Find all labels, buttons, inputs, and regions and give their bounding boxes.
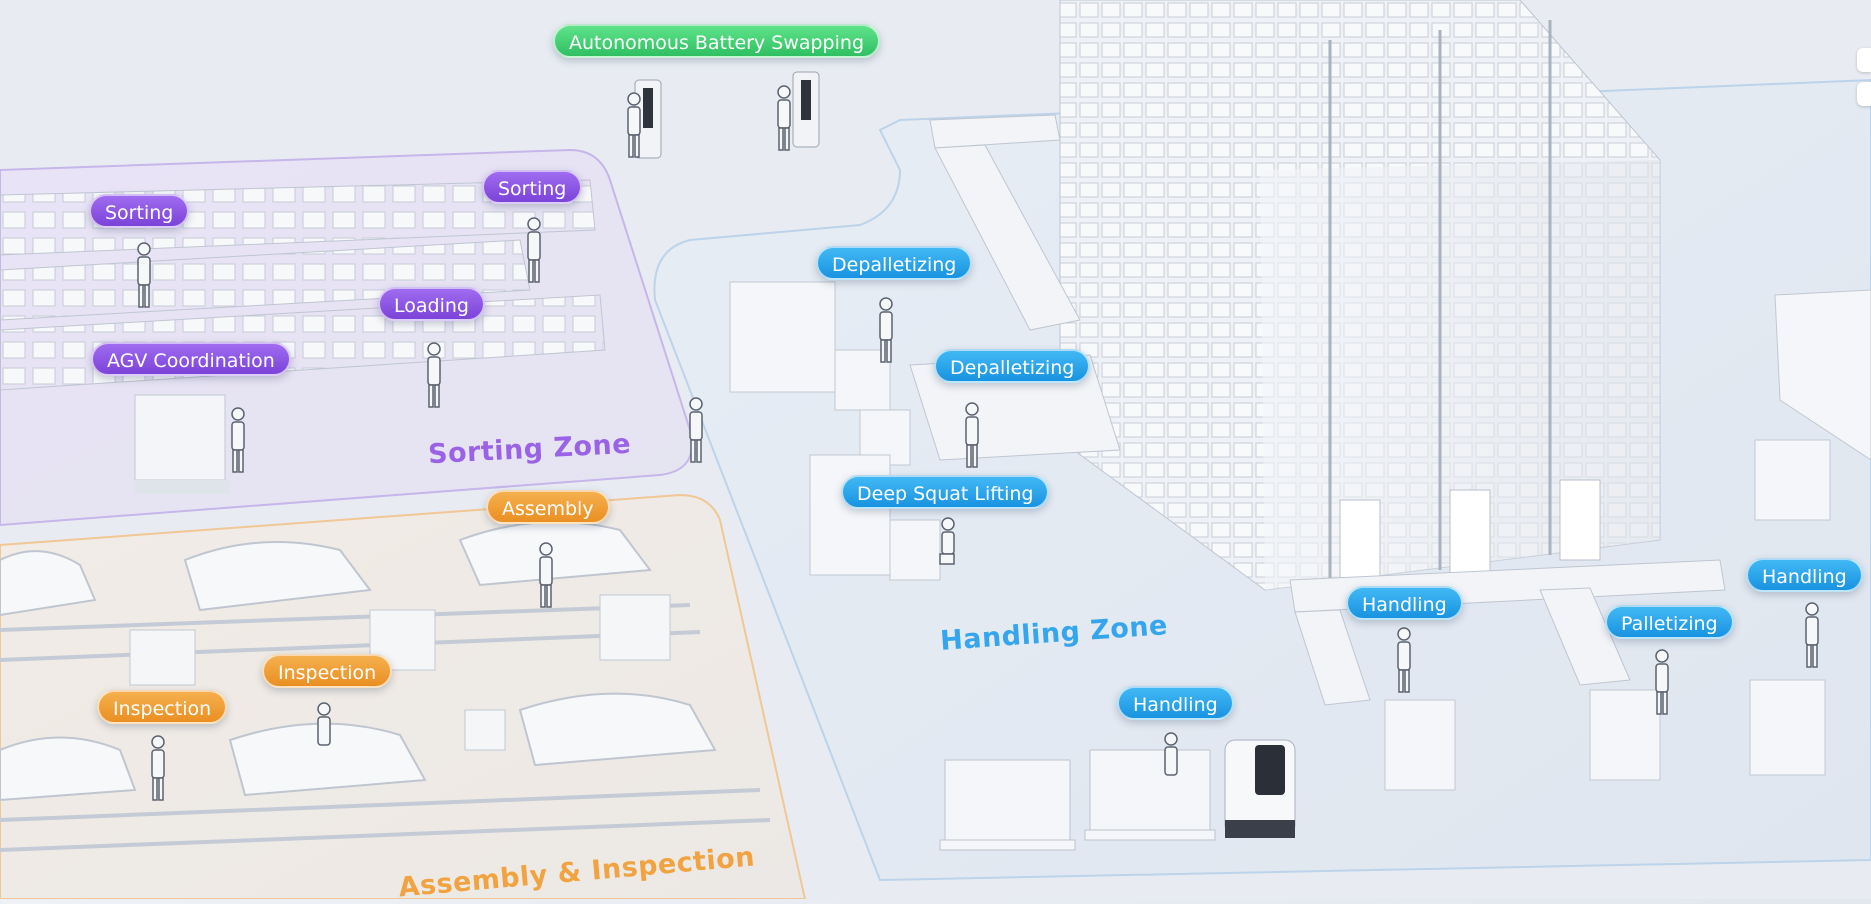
label-palletizing: Palletizing — [1605, 605, 1734, 639]
label-agv-coordination: AGV Coordination — [91, 342, 291, 376]
assembly-racks — [129, 594, 671, 751]
assembly-tracks — [0, 603, 771, 852]
label-handling-1: Handling — [1346, 586, 1463, 620]
handling-carts — [939, 749, 1216, 851]
humanoid-robots — [137, 85, 1819, 801]
label-depalletizing-2: Depalletizing — [934, 349, 1091, 383]
label-handling-3: Handling — [1117, 686, 1234, 720]
battery-stations — [634, 71, 820, 159]
label-loading: Loading — [378, 287, 485, 321]
agv-robot — [1224, 739, 1296, 838]
label-sorting-right: Sorting — [482, 170, 583, 204]
label-inspection-2: Inspection — [97, 690, 228, 724]
label-handling-2: Handling — [1746, 558, 1863, 592]
label-deep-squat-lifting: Deep Squat Lifting — [841, 475, 1050, 509]
label-depalletizing-1: Depalletizing — [816, 246, 973, 280]
side-chat-icon[interactable] — [1857, 82, 1871, 106]
label-sorting-left: Sorting — [89, 194, 190, 228]
pallet-stacks — [729, 281, 1871, 791]
storage-rack-tower — [1059, 0, 1661, 591]
label-assembly: Assembly — [486, 490, 610, 524]
label-inspection-1: Inspection — [262, 654, 393, 688]
assembly-car-bodies — [0, 521, 717, 802]
side-grid-icon[interactable] — [1857, 48, 1871, 72]
label-autonomous-battery-swapping: Autonomous Battery Swapping — [553, 24, 881, 58]
